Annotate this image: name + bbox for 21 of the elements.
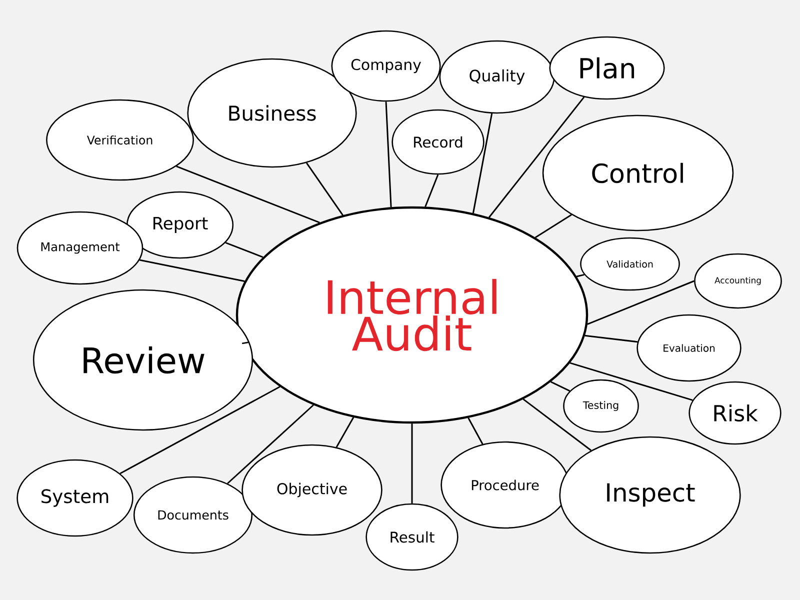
connector-line [140, 259, 245, 282]
connector-line [534, 214, 572, 238]
connector-line [120, 386, 280, 474]
connector-line [587, 280, 694, 325]
connector-line [468, 418, 484, 444]
connector-line [225, 242, 264, 258]
connector-line [227, 404, 314, 484]
connector-line [336, 417, 354, 448]
connector-line [424, 174, 439, 207]
connector-line [385, 102, 392, 208]
connector-line [584, 334, 638, 343]
connector-line [488, 96, 585, 218]
connector-line [570, 362, 693, 401]
connector-line [522, 398, 592, 451]
connector-line [306, 162, 344, 216]
connector-line [242, 341, 250, 344]
connector-line [550, 381, 570, 392]
connector-line [472, 113, 493, 214]
connector-line [176, 166, 320, 224]
connector-line [576, 274, 584, 278]
connector-line [411, 424, 413, 504]
